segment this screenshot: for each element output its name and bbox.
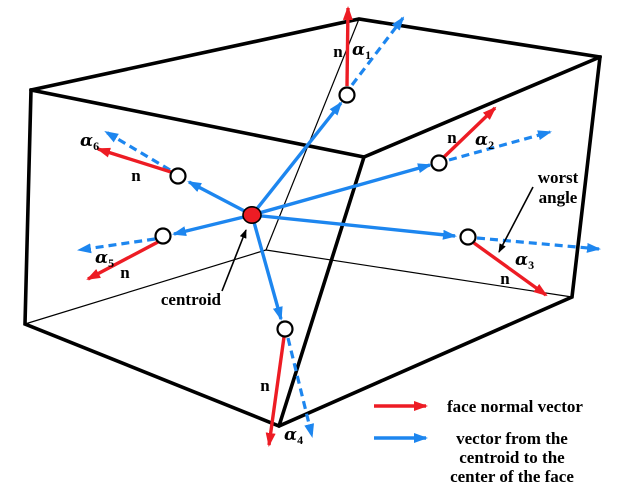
- centroid-vector-face4: [250, 214, 283, 321]
- alpha-label-6: α6: [80, 131, 99, 153]
- normal-vector-face3: [473, 241, 548, 297]
- svg-text:angle: angle: [539, 188, 578, 207]
- centroid-vector-face2: [251, 163, 432, 217]
- n-label-6: n: [131, 166, 141, 185]
- hidden-edge-bottom-right: [265, 249, 573, 298]
- edge-front-vertical: [277, 155, 366, 428]
- extended-vector-face1: [350, 16, 405, 86]
- extended-vector-face4: [286, 337, 315, 438]
- alpha-label-5: α5: [95, 248, 114, 270]
- centroid-pointer-arrow: [221, 229, 247, 292]
- legend-red-label: face normal vector: [447, 397, 583, 416]
- extended-vector-face2: [448, 130, 552, 162]
- svg-text:centroid to the: centroid to the: [459, 448, 565, 467]
- n-label-4: n: [260, 376, 270, 395]
- alpha-label-3: α3: [515, 250, 534, 272]
- centroid-vector-face6: [187, 180, 253, 217]
- normal-vector-face6: [96, 147, 172, 174]
- face-center-markers: [154, 86, 477, 338]
- svg-text:worst: worst: [538, 168, 579, 187]
- centroid-vector-face1: [250, 101, 343, 217]
- face-center-4: [276, 320, 294, 338]
- extended-vector-face6: [104, 130, 171, 172]
- alpha-label-1: α1: [352, 40, 371, 62]
- normal-vector-face5: [86, 240, 159, 281]
- extended-vector-face3: [476, 236, 601, 253]
- normal-vector-face1: [342, 6, 353, 87]
- hexahedron-silhouette: [23, 17, 602, 428]
- normal-vector-face2: [442, 106, 497, 159]
- n-label-3: n: [500, 269, 510, 288]
- face-center-3: [459, 228, 477, 246]
- alpha-label-4: α4: [284, 425, 303, 447]
- svg-text:center of the face: center of the face: [450, 467, 574, 486]
- edge-front-topright: [362, 55, 602, 159]
- n-label-5: n: [120, 263, 130, 282]
- centroid-label: centroid: [161, 290, 222, 309]
- extended-vectors: [77, 16, 601, 438]
- n-label-1: n: [333, 42, 343, 61]
- hidden-edge-bottom-left: [24, 249, 267, 325]
- vector-labels: n α1 n α2 n α3 n α4 n α5 n α6: [80, 40, 534, 447]
- face-center-2: [430, 154, 448, 172]
- centroid-vector-face3: [251, 213, 457, 240]
- worst-angle-label: worst angle: [538, 168, 579, 207]
- face-center-5: [154, 227, 172, 245]
- svg-text:vector from the: vector from the: [456, 429, 568, 448]
- face-normal-vectors: [86, 6, 548, 447]
- normal-vector-face4: [265, 336, 286, 447]
- centroid-dot: [242, 206, 262, 225]
- n-label-2: n: [447, 128, 457, 147]
- face-center-6: [169, 167, 187, 185]
- legend: face normal vector vector from the centr…: [374, 397, 583, 486]
- hidden-edge-back-vertical: [265, 18, 360, 251]
- legend-blue-label: vector from the centroid to the center o…: [450, 429, 574, 486]
- worst-angle-pointer-arrow: [498, 186, 534, 253]
- centroid-vector-face5: [172, 213, 253, 237]
- centroid-to-face-vectors: [172, 101, 457, 321]
- hidden-edges: [24, 18, 573, 325]
- face-center-1: [338, 86, 356, 104]
- alpha-label-2: α2: [475, 130, 494, 152]
